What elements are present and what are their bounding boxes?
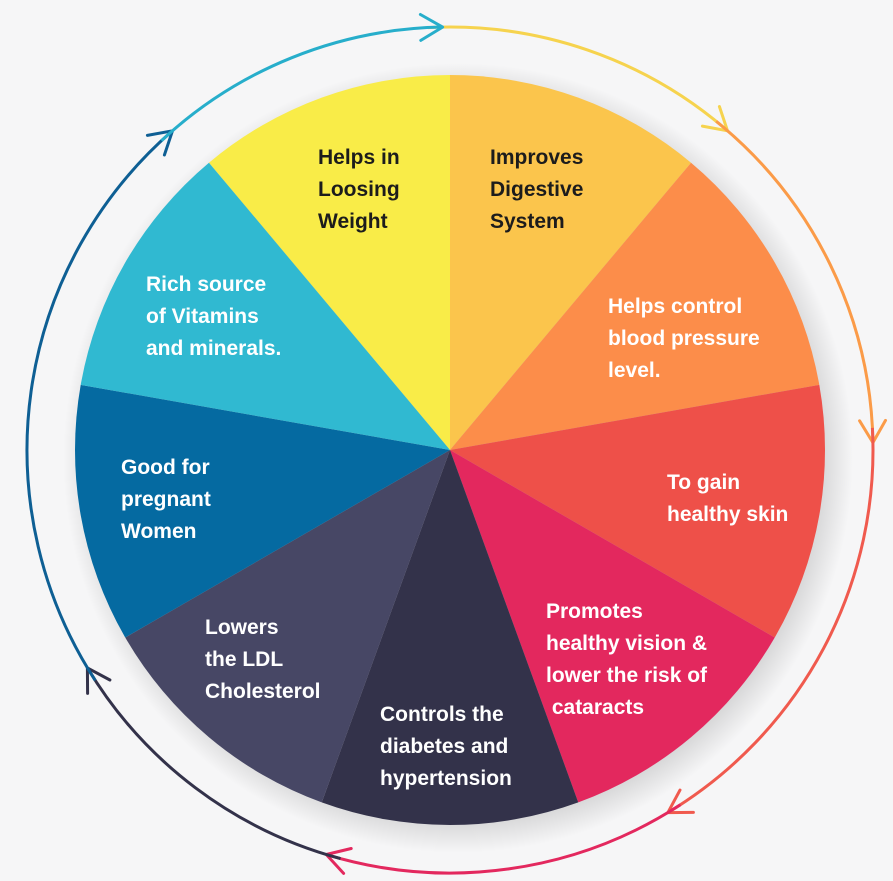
slice-digestive bbox=[450, 75, 692, 450]
label-blood-pressure: Helps control blood pressure level. bbox=[608, 295, 766, 382]
label-cholesterol: Lowers the LDL Cholesterol bbox=[205, 616, 321, 703]
ring-arc bbox=[25, 129, 174, 682]
ring-arc bbox=[160, 25, 443, 142]
slice-skin bbox=[450, 384, 825, 638]
slice-diabetes bbox=[321, 450, 579, 825]
cycle-ring bbox=[25, 13, 887, 875]
ring-arc bbox=[86, 667, 341, 861]
label-vision: Promotes healthy vision & lower the risk… bbox=[546, 600, 713, 719]
label-pregnant: Good for pregnant Women bbox=[121, 456, 217, 543]
ring-arc bbox=[667, 427, 875, 814]
label-skin: To gain healthy skin bbox=[667, 471, 788, 526]
wheel-slices bbox=[75, 75, 825, 825]
slice-vitamins bbox=[80, 162, 450, 451]
label-diabetes: Controls the diabetes and hypertension bbox=[380, 703, 514, 790]
label-digestive: Improves Digestive System bbox=[490, 146, 589, 233]
label-vitamins: Rich source of Vitamins and minerals. bbox=[146, 273, 281, 360]
slice-vision bbox=[450, 450, 775, 803]
ring-arc bbox=[715, 120, 875, 443]
ring-arc bbox=[427, 25, 729, 132]
slice-weight bbox=[208, 75, 450, 450]
slice-pregnant bbox=[75, 384, 451, 638]
ring-arrowhead-icon bbox=[418, 13, 445, 42]
slice-blood-pressure bbox=[450, 162, 820, 451]
slice-cholesterol bbox=[125, 450, 451, 803]
label-weight: Helps in Loosing Weight bbox=[318, 146, 406, 233]
ring-arc bbox=[325, 803, 682, 875]
